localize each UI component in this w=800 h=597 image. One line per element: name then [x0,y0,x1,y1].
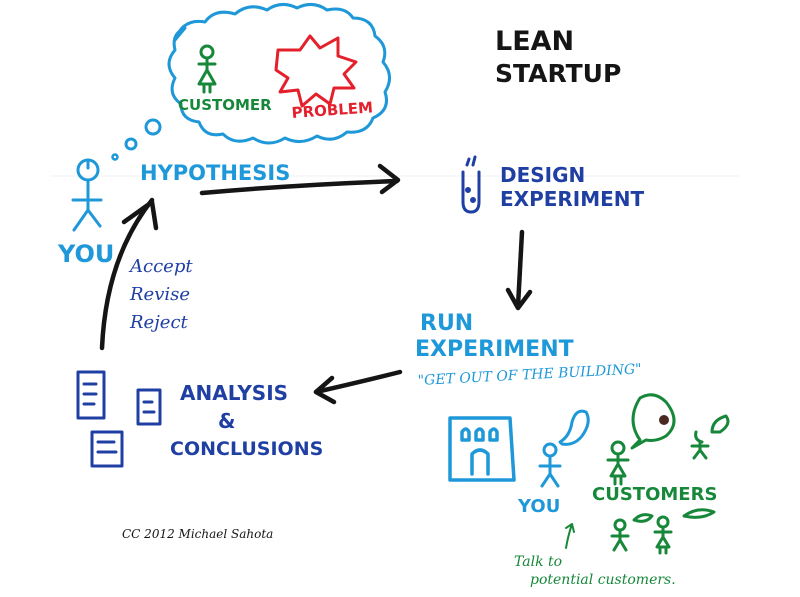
design-label-line2: EXPERIMENT [500,187,645,211]
customers-label: CUSTOMERS [592,484,717,505]
problem-thought-icon [659,415,669,425]
problem-starburst-icon [274,34,358,108]
note-line2: potential customers. [530,572,676,588]
arrow-analysis-to-hypothesis [99,197,159,351]
thought-bubble-small [111,153,119,161]
arrow-hypothesis-to-design [199,163,401,196]
thought-bubble-large [144,118,162,136]
thought-cloud [167,3,391,145]
customer-figure-icon [197,44,217,94]
arrow-design-to-run [505,229,533,311]
accept-label: Accept [128,256,193,277]
document-icons [76,370,162,468]
title-line2: STARTUP [495,59,621,88]
analysis-label-line3: CONCLUSIONS [170,438,323,460]
field-you-label: YOU [517,496,560,517]
building-icon [448,416,516,482]
run-label-line2: EXPERIMENT [415,337,574,362]
credit-text: CC 2012 Michael Sahota [122,527,273,541]
run-quote: "GET OUT OF THE BUILDING" [417,361,642,389]
customer-label: CUSTOMER [178,96,272,114]
note-line1: Talk to [514,554,562,570]
problem-label: PROBLEM [291,98,374,122]
you-stick-figure-icon [71,158,103,232]
hypothesis-label: HYPOTHESIS [140,161,290,185]
design-label-line1: DESIGN [500,163,585,187]
you-figure-small-icon [538,409,590,488]
analysis-label-line1: ANALYSIS [180,381,288,405]
title-line1: LEAN [495,26,574,57]
note-arrow-icon [565,523,575,549]
thought-bubble-medium [124,137,138,151]
reject-label: Reject [129,312,189,333]
customer-figures-icon [606,393,730,555]
arrow-run-to-analysis [313,369,403,405]
run-label-line1: RUN [420,311,473,336]
test-tube-icon [461,155,481,214]
analysis-label-line2: & [218,409,235,433]
revise-label: Revise [129,284,190,305]
you-label: YOU [57,240,114,268]
